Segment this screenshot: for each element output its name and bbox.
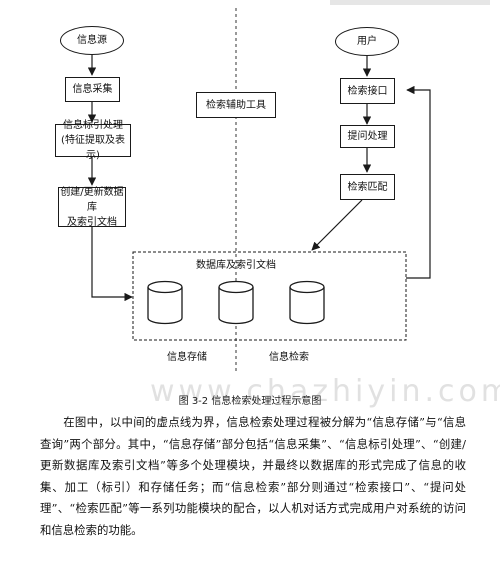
node-search-interface: 检索接口	[340, 78, 395, 104]
db-cylinder-2	[218, 280, 254, 325]
section-label-retrieval: 信息检索	[269, 352, 309, 363]
db-cylinder-1	[147, 280, 183, 325]
database-box-title: 数据库及索引文档	[196, 260, 276, 271]
arrow-db-to-interface	[406, 85, 431, 279]
node-information-source: 信息源	[60, 26, 124, 55]
figure-caption: 图 3-2 信息检索处理过程示意图	[178, 396, 322, 407]
node-search-aid-tools: 检索辅助工具	[196, 92, 276, 118]
node-user: 用户	[335, 27, 399, 56]
arrow-create-to-db	[91, 227, 133, 302]
node-create-update-database: 创建/更新数据库 及索引文档	[58, 187, 126, 228]
top-edge-strip	[330, 0, 490, 5]
body-paragraph-text: 在图中，以中间的虚点线为界，信息检索处理过程被分解为“信息存储”与“信息查询”两…	[40, 415, 466, 537]
arrow-match-to-db	[311, 199, 363, 251]
node-search-matching: 检索匹配	[340, 174, 395, 200]
db-cylinder-3	[289, 280, 325, 325]
watermark: www.chazhiyin.com	[150, 374, 500, 409]
node-information-collection: 信息采集	[65, 77, 120, 102]
database-box	[132, 251, 407, 341]
node-query-processing: 提问处理	[340, 125, 395, 148]
node-index-processing: 信息标引处理 (特征提取及表示)	[55, 120, 131, 161]
flow-connectors	[87, 8, 431, 372]
section-label-storage: 信息存储	[167, 352, 207, 363]
body-paragraph: 在图中，以中间的虚点线为界，信息检索处理过程被分解为“信息存储”与“信息查询”两…	[40, 412, 466, 541]
